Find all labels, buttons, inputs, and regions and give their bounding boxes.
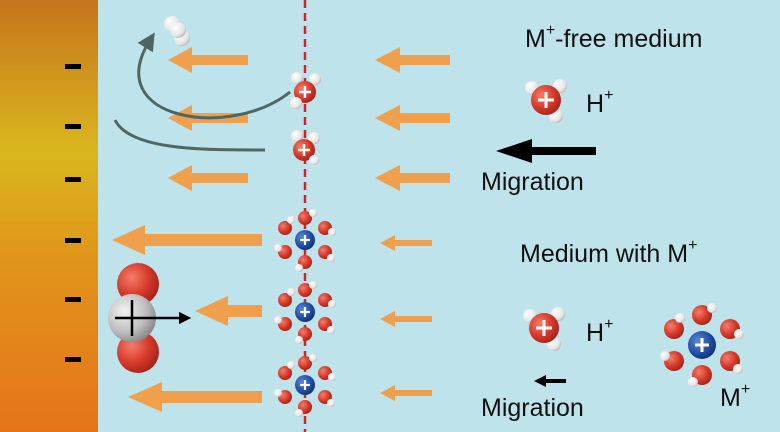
bottom-proton-label: H+ — [586, 316, 613, 347]
flux-arrow-thin — [380, 385, 432, 401]
flux-arrow-large — [195, 296, 262, 326]
top-title: M+-free medium — [525, 22, 702, 53]
flux-arrow-small — [375, 105, 450, 131]
curved-arrow — [137, 32, 291, 120]
top-proton-label: H+ — [586, 87, 613, 118]
hydrated-cation — [274, 281, 336, 344]
negative-charge-mark — [65, 297, 81, 302]
flux-arrow-small — [375, 47, 450, 73]
electrode — [0, 0, 98, 432]
flux-arrow-small — [375, 165, 450, 191]
negative-charge-mark — [65, 357, 81, 362]
bottom-migration-label: Migration — [481, 394, 584, 422]
bottom-title: Medium with M+ — [520, 237, 697, 268]
hydronium-ion — [290, 72, 321, 109]
top-section-legend: M+-free medium H+ Migration — [481, 22, 702, 196]
flux-arrows — [112, 47, 450, 412]
negative-charge-mark — [65, 124, 81, 129]
hydronium-ion — [291, 130, 320, 165]
flux-arrow-large — [128, 382, 262, 412]
migration-arrow-small — [534, 375, 566, 387]
hydrogen-molecule — [164, 16, 190, 46]
curved-arrow — [113, 119, 266, 152]
flux-arrow-thin — [380, 311, 432, 327]
reduction-curved-arrows — [113, 32, 291, 152]
flux-arrow-large — [112, 225, 262, 255]
migration-arrow-large — [496, 139, 596, 163]
bottom-cation-label: M+ — [720, 381, 750, 412]
bottom-section-legend: Medium with M+ H+ M+ Migration — [481, 237, 750, 422]
negative-charge-mark — [65, 64, 81, 69]
hydrated-cation — [274, 354, 336, 417]
adsorbed-molecule — [108, 263, 192, 373]
flux-arrow-thin — [380, 235, 432, 251]
legend-hydrated-cation-icon — [660, 303, 744, 387]
legend-hydronium-icon — [523, 307, 565, 351]
negative-charge-mark — [65, 238, 81, 243]
flux-arrow-small — [168, 165, 248, 191]
legend-hydronium-icon — [525, 79, 567, 123]
top-migration-label: Migration — [481, 168, 584, 196]
electrode-charges — [65, 64, 81, 362]
hydrated-cation — [274, 209, 336, 272]
negative-charge-mark — [65, 177, 81, 182]
flux-arrow-small — [168, 47, 248, 73]
